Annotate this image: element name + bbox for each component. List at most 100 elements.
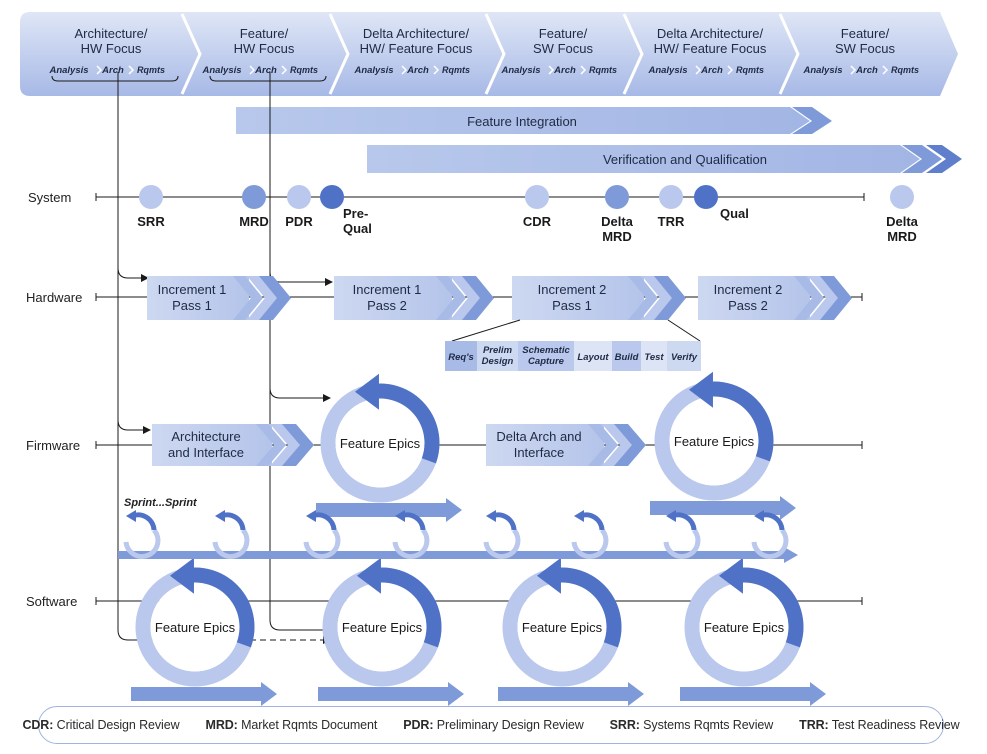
milestone-label: MRD: [239, 214, 269, 229]
legend-abbr: SRR:: [609, 718, 640, 732]
milestone-dot: [287, 185, 311, 209]
milestone-srr: SRR: [137, 185, 165, 229]
hw-step-label: Capture: [528, 356, 565, 367]
legend-abbr: TRR:: [799, 718, 829, 732]
block-label: Pass 1: [552, 298, 592, 313]
lane-label-software: Software: [26, 594, 77, 609]
feature-epic-6: Feature Epics: [680, 557, 826, 706]
phase-5: Delta Architecture/HW/ Feature FocusAnal…: [622, 13, 767, 95]
phase-sub-arch: Arch: [700, 65, 723, 76]
phase-title-line: HW Focus: [234, 41, 295, 56]
feature-epic-5: Feature Epics: [498, 557, 644, 706]
hw-step-label: Design: [482, 356, 514, 367]
block-label: Interface: [514, 445, 565, 460]
hw-step-label: Build: [615, 352, 639, 363]
legend: CDR: Critical Design Review MRD: Market R…: [22, 706, 960, 744]
block-label: Delta Arch and: [496, 429, 581, 444]
sprint-cycle-5: [483, 510, 521, 559]
block-label: Increment 1: [353, 282, 422, 297]
legend-abbr: CDR:: [22, 718, 54, 732]
lane-label-hardware: Hardware: [26, 290, 82, 305]
feature-epic-1: Feature Epics: [316, 373, 462, 522]
sprint-row: [118, 510, 798, 563]
feature-epic-4: Feature Epics: [318, 557, 464, 706]
phase-sub-analysis: Analysis: [802, 65, 842, 76]
milestone-label: Qual: [343, 221, 372, 236]
block-label: and Interface: [168, 445, 244, 460]
phase-title-line: HW/ Feature Focus: [654, 41, 767, 56]
phase-sub-rqmts: Rqmts: [891, 65, 919, 75]
sprint-cycle-6: [571, 510, 609, 559]
milestone-pre--qual: Pre-Qual: [320, 185, 372, 236]
milestone-cdr: CDR: [523, 185, 552, 229]
sprint-cycle-7: [663, 510, 701, 559]
legend-abbr: PDR:: [403, 718, 434, 732]
milestone-mrd: MRD: [239, 185, 269, 229]
phase-title-line: Architecture/: [75, 26, 148, 41]
epic-label: Feature Epics: [342, 620, 423, 635]
milestone-dot: [694, 185, 718, 209]
feature-integration-band: Feature Integration: [236, 107, 832, 134]
phase-sub-rqmts: Rqmts: [736, 65, 764, 75]
phase-title-line: HW Focus: [81, 41, 142, 56]
connectors: [117, 72, 335, 644]
milestone-label: PDR: [285, 214, 313, 229]
phase-title-line: SW Focus: [533, 41, 593, 56]
phase-title-line: Delta Architecture/: [657, 26, 764, 41]
phase-title-line: HW/ Feature Focus: [360, 41, 473, 56]
hw-step-label: Schematic: [522, 345, 570, 356]
phase-sub-rqmts: Rqmts: [137, 65, 165, 75]
legend-text: Systems Rqmts Review: [639, 718, 774, 732]
block-label: Increment 2: [714, 282, 783, 297]
lane-system: System: [28, 190, 865, 205]
phase-sub-analysis: Analysis: [353, 65, 393, 76]
phase-title-line: Feature/: [841, 26, 890, 41]
sprint-cycle-3: [303, 510, 341, 559]
feature-epic-3: Feature Epics: [131, 557, 277, 706]
block-label: Increment 2: [538, 282, 607, 297]
block-label: Pass 2: [728, 298, 768, 313]
hw-step-label: Layout: [577, 352, 609, 363]
block-label: Architecture: [171, 429, 240, 444]
milestone-dot: [890, 185, 914, 209]
phase-sub-arch: Arch: [406, 65, 429, 76]
sprint-label: Sprint...Sprint: [124, 497, 198, 509]
lane-label-firmware: Firmware: [26, 438, 80, 453]
phase-sub-analysis: Analysis: [500, 65, 540, 76]
milestone-label: Qual: [720, 206, 749, 221]
phase-sub-analysis: Analysis: [48, 65, 88, 76]
hw-step-label: Test: [644, 352, 664, 363]
phase-3: Delta Architecture/HW/ Feature FocusAnal…: [328, 13, 473, 95]
milestone-label: Pre-: [343, 206, 368, 221]
epic-label: Feature Epics: [340, 436, 421, 451]
legend-text: Preliminary Design Review: [433, 718, 584, 732]
hw-step-label: Verify: [671, 352, 698, 363]
epic-label: Feature Epics: [155, 620, 236, 635]
milestone-dot: [525, 185, 549, 209]
legend-item-srr: SRR: Systems Rqmts Review: [610, 718, 774, 732]
milestone-label: TRR: [658, 214, 685, 229]
milestone-trr: TRR: [658, 185, 685, 229]
legend-item-cdr: CDR: Critical Design Review: [22, 718, 179, 732]
legend-item-trr: TRR: Test Readiness Review: [799, 718, 960, 732]
verification-label: Verification and Qualification: [603, 152, 767, 167]
phase-sub-rqmts: Rqmts: [589, 65, 617, 75]
sprint-cycle-2: [212, 510, 250, 559]
hw-step-7: Verify: [667, 341, 701, 371]
legend-item-mrd: MRD: Market Rqmts Document: [206, 718, 378, 732]
epic-label: Feature Epics: [704, 620, 785, 635]
